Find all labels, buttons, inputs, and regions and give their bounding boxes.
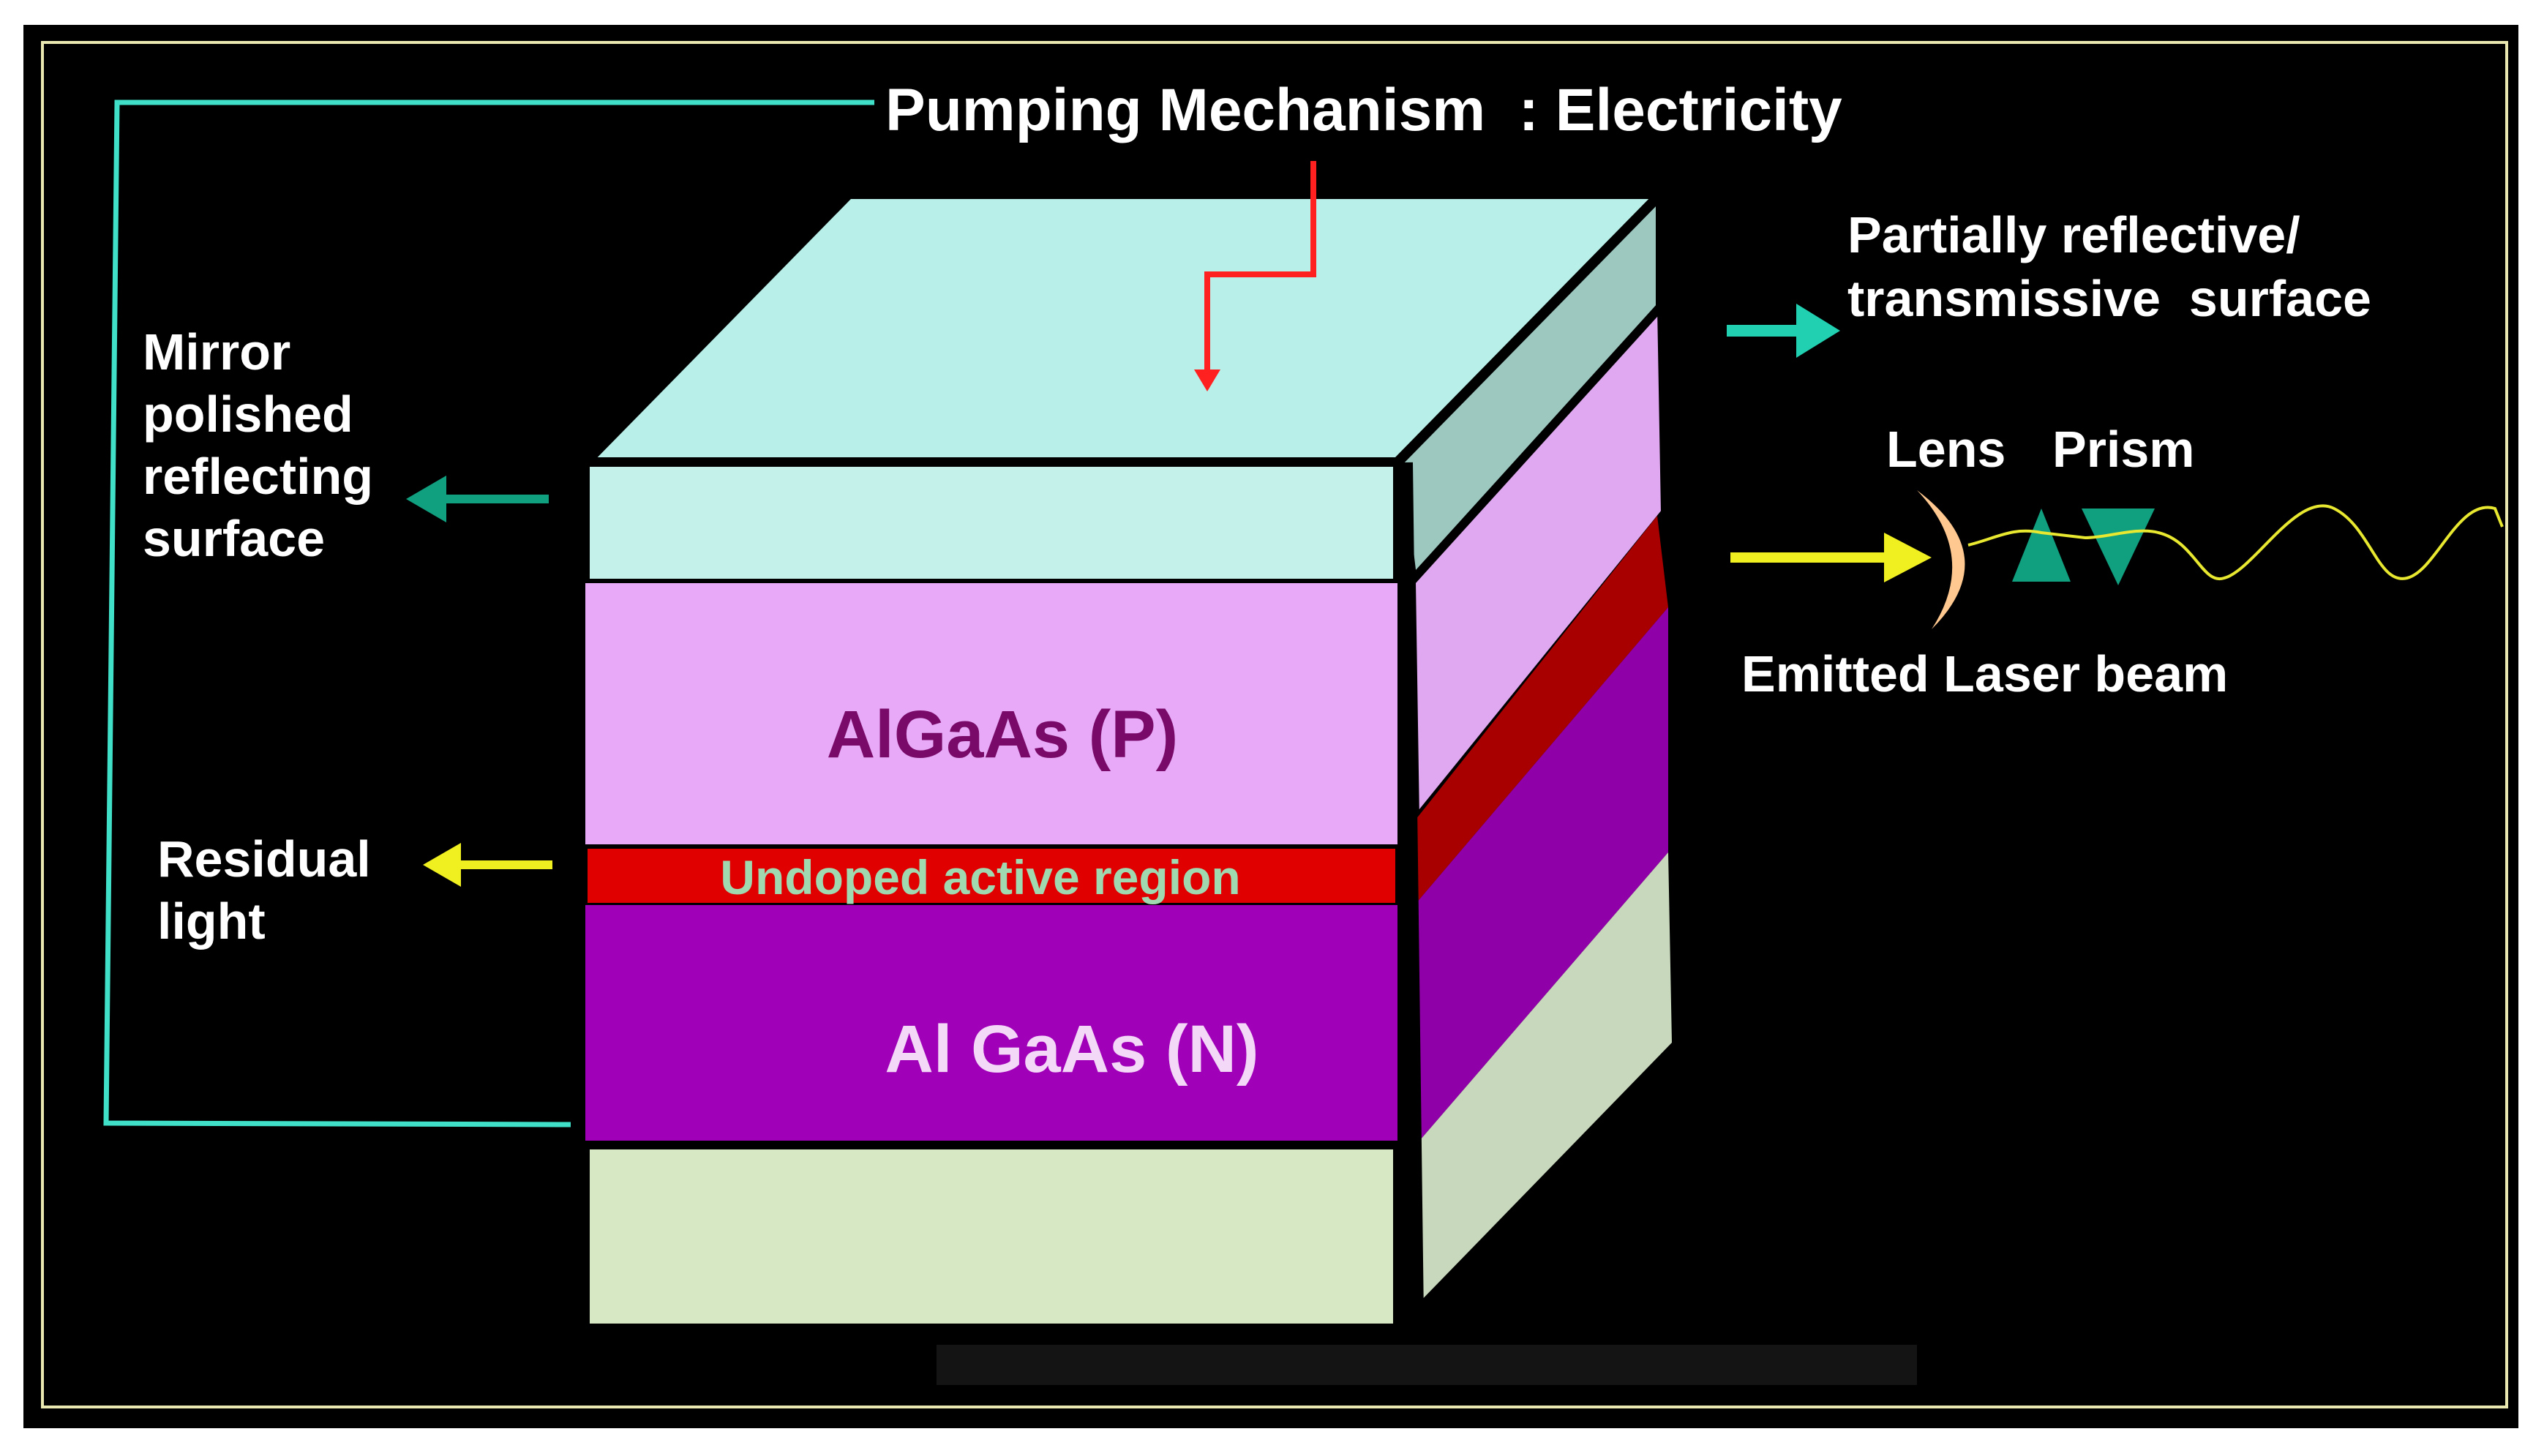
partial-line-1: Partially reflective/ xyxy=(1847,206,2300,263)
partial-surface-bar xyxy=(1661,179,1723,1068)
mirror-surface-bar xyxy=(552,391,585,1328)
inner-border xyxy=(41,41,2508,1408)
pump-arrow-head xyxy=(1194,369,1220,391)
front-edge-divider xyxy=(1397,462,1424,1318)
side-face-active xyxy=(1416,516,1668,904)
prism-down-icon xyxy=(2082,509,2155,585)
layer-top xyxy=(581,458,1402,588)
layer-bottom xyxy=(581,1141,1402,1332)
layer-active-label: Undoped active region xyxy=(720,850,1240,904)
residual-line-2: light xyxy=(157,893,266,950)
mirror-line-1: Mirror xyxy=(143,323,290,380)
residual-label: Residual light xyxy=(157,830,371,950)
residual-arrow xyxy=(423,843,552,887)
mirror-line-2: polished xyxy=(143,386,353,443)
pump-arrow xyxy=(1204,161,1316,373)
emitted-label: Emitted Laser beam xyxy=(1741,645,2228,702)
partial-arrow xyxy=(1727,304,1840,358)
laser-wave xyxy=(1967,504,2504,581)
feedback-loop-line xyxy=(103,100,874,1127)
mirror-line-3: reflecting xyxy=(143,448,373,505)
partial-line-2: transmissive surface xyxy=(1847,270,2371,327)
emitted-arrow xyxy=(1730,533,1932,582)
residual-line-1: Residual xyxy=(157,830,371,888)
layer-n-label: Al GaAs (N) xyxy=(885,1012,1258,1087)
mirror-label: Mirror polished reflecting surface xyxy=(143,323,373,567)
prism-up-icon xyxy=(2012,509,2071,582)
prism-label: Prism xyxy=(2052,421,2195,478)
side-face-n xyxy=(1416,607,1668,1145)
partial-label: Partially reflective/ transmissive surfa… xyxy=(1847,206,2371,327)
layer-p xyxy=(585,583,1397,847)
bottom-shadow xyxy=(937,1345,1917,1385)
pumping-title: Pumping Mechanism : Electricity xyxy=(885,77,1842,143)
layer-p-label: AlGaAs (P) xyxy=(827,697,1179,772)
lens-icon xyxy=(1917,490,1965,629)
layer-n xyxy=(585,905,1397,1145)
mirror-line-4: surface xyxy=(143,510,325,567)
mirror-arrow xyxy=(406,476,549,522)
lens-label: Lens xyxy=(1886,421,2005,478)
side-face-bottom xyxy=(1416,852,1672,1306)
